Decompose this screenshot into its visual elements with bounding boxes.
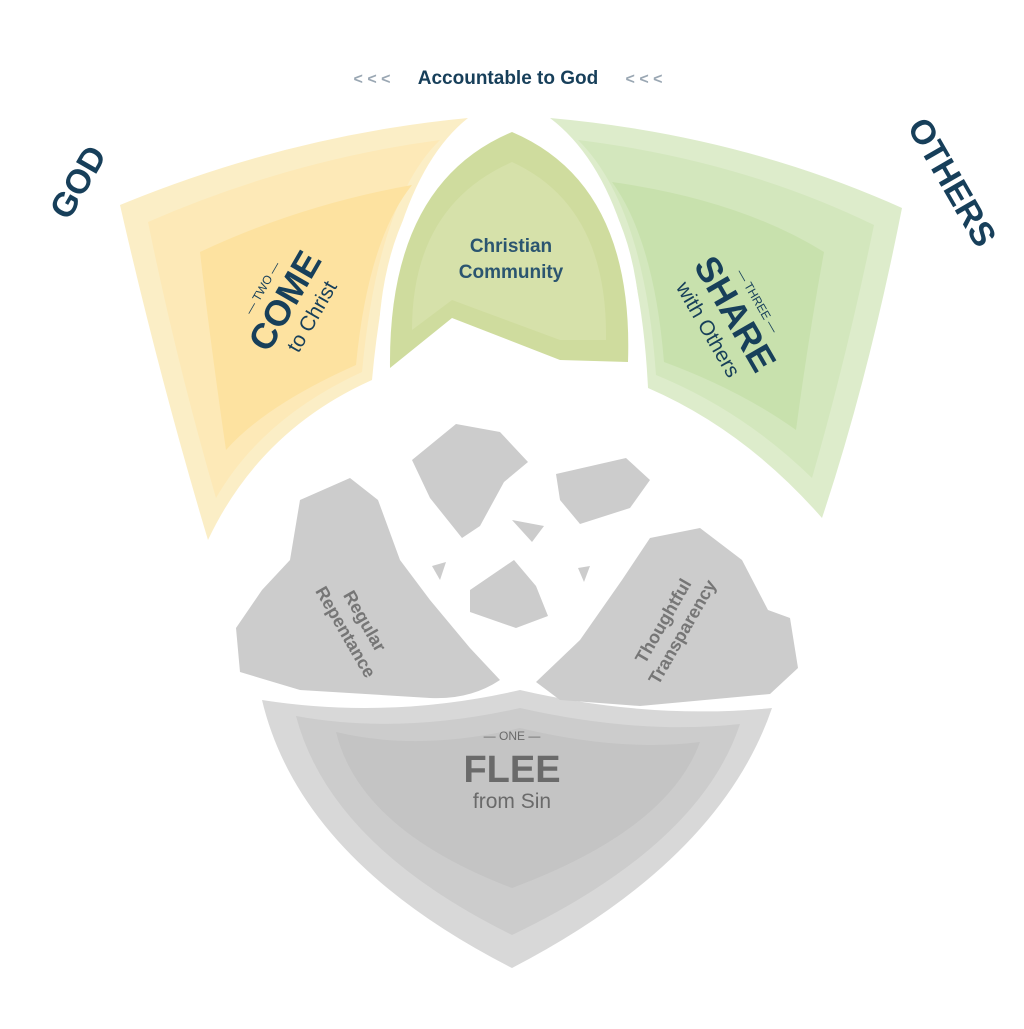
flee-label-group: — ONE — FLEE from Sin [463,729,560,813]
flee-step: — ONE — [484,729,541,743]
rock-fragment-4 [512,520,544,542]
rock-left [236,478,500,699]
flee-subtitle: from Sin [473,790,551,813]
label-others: OTHERS [900,112,1004,254]
community-line2: Community [459,262,564,283]
label-god: GOD [43,139,115,225]
panel-share-inner [612,182,824,430]
panel-community-inner [412,162,607,340]
panel-come-inner [200,185,412,450]
panel-come [120,118,468,540]
rock-fragment-2 [556,458,650,524]
panel-flee [262,690,772,968]
rock-fragment-1 [412,424,528,538]
left-chevrons-icon: < < < [354,71,391,88]
rock-right [536,528,798,706]
panel-community [377,118,641,378]
top-banner: < < < Accountable to God < < < [354,68,663,89]
panel-share [550,118,902,518]
right-chevrons-icon: < < < [626,71,663,88]
panel-flee-inner [336,728,700,888]
rock-fragment-6 [578,566,590,582]
rock-fragment-3 [470,560,548,628]
community-line1: Christian [470,236,552,257]
banner-title: Accountable to God [418,68,599,89]
flee-title: FLEE [463,749,560,791]
rock-fragment-5 [432,562,446,580]
